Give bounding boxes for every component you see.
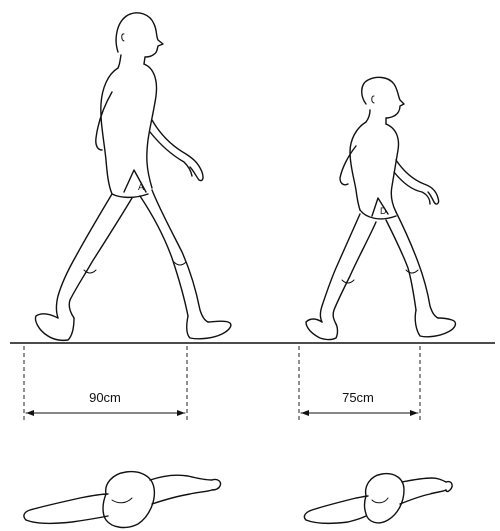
child-top-view-front-leg [402, 478, 446, 482]
adult-top-view [24, 472, 221, 528]
child-joint-label: D [380, 206, 387, 216]
child-top-view-hips [365, 474, 405, 523]
child-stride-label: 75cm [342, 390, 374, 405]
child-top-view-back-leg [304, 496, 368, 520]
adult-back-leg [57, 194, 113, 318]
adult-head [116, 13, 163, 64]
adult-forward-arm [152, 120, 203, 181]
adult-stride-right-arrow [177, 410, 185, 416]
adult-stride-left-arrow [26, 410, 34, 416]
child-stride-right-arrow [410, 410, 418, 416]
adult-top-view-hips [103, 472, 154, 528]
adult-top-view-front-foot [212, 479, 221, 490]
adult-top-view-front-leg [150, 475, 212, 480]
adult-front-foot [187, 316, 231, 339]
child-torso [350, 122, 366, 210]
adult-joint-label: A [138, 182, 144, 192]
adult-front-leg [140, 196, 188, 316]
child-top-view [304, 474, 452, 524]
adult-stride-label: 90cm [89, 390, 121, 405]
child-top-view-front-foot [446, 482, 452, 492]
adult-back-foot [36, 314, 75, 341]
child-back-foot [306, 319, 338, 340]
child-walking-figure: D [306, 77, 455, 339]
child-stride-dimension: 75cm [299, 346, 420, 420]
adult-top-view-back-leg [24, 494, 108, 520]
adult-walking-figure: A [36, 13, 231, 341]
child-front-leg [386, 220, 416, 310]
child-stride-left-arrow [301, 410, 309, 416]
adult-stride-dimension: 90cm [24, 346, 187, 420]
child-front-foot [415, 310, 455, 337]
adult-torso [101, 68, 118, 194]
